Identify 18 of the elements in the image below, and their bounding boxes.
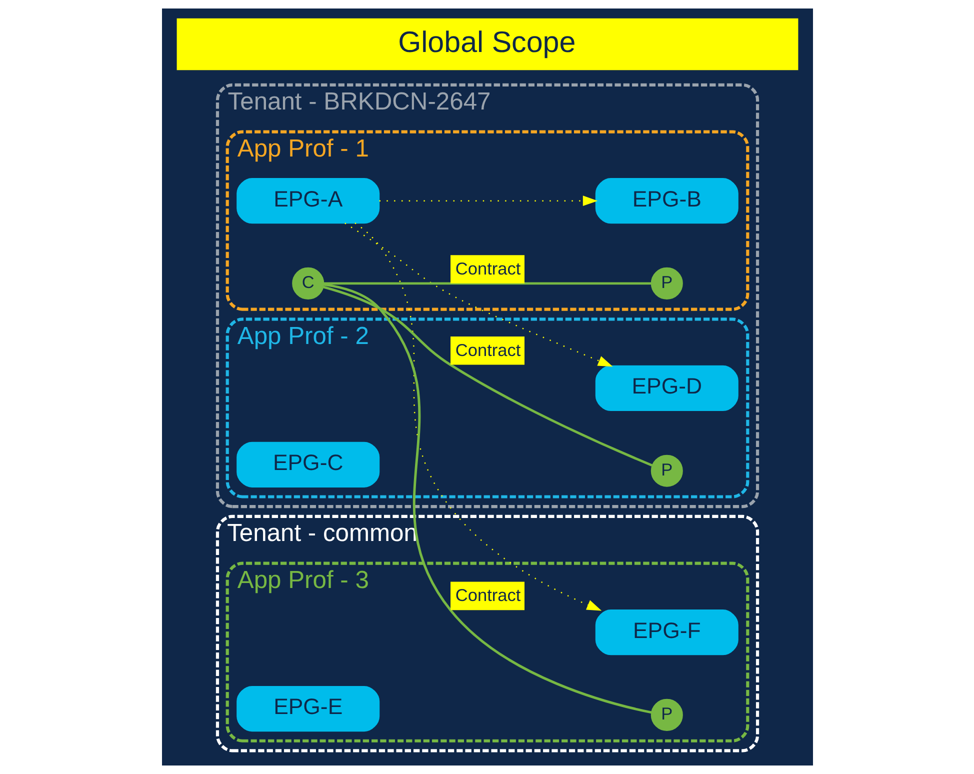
node-box: EPG-D [594, 365, 738, 412]
node-circle: C [292, 267, 324, 300]
connector [323, 282, 651, 285]
edge-label: Contract [454, 585, 520, 606]
arrow [378, 196, 598, 206]
node-box: EPG-E [236, 686, 380, 732]
connector [323, 283, 652, 714]
edge-label: Contract [454, 340, 520, 360]
node-box: EPG-A [236, 178, 380, 224]
node-circle: P [650, 698, 682, 731]
node-box: EPG-C [236, 442, 380, 488]
diagram-title: Global Scope [398, 26, 576, 59]
node-circle: P [650, 267, 682, 300]
edge-label: Contract [454, 258, 520, 278]
node-box: EPG-F [594, 610, 738, 656]
node-box: EPG-B [594, 178, 738, 224]
node-circle: P [650, 454, 682, 487]
connector [322, 286, 652, 466]
